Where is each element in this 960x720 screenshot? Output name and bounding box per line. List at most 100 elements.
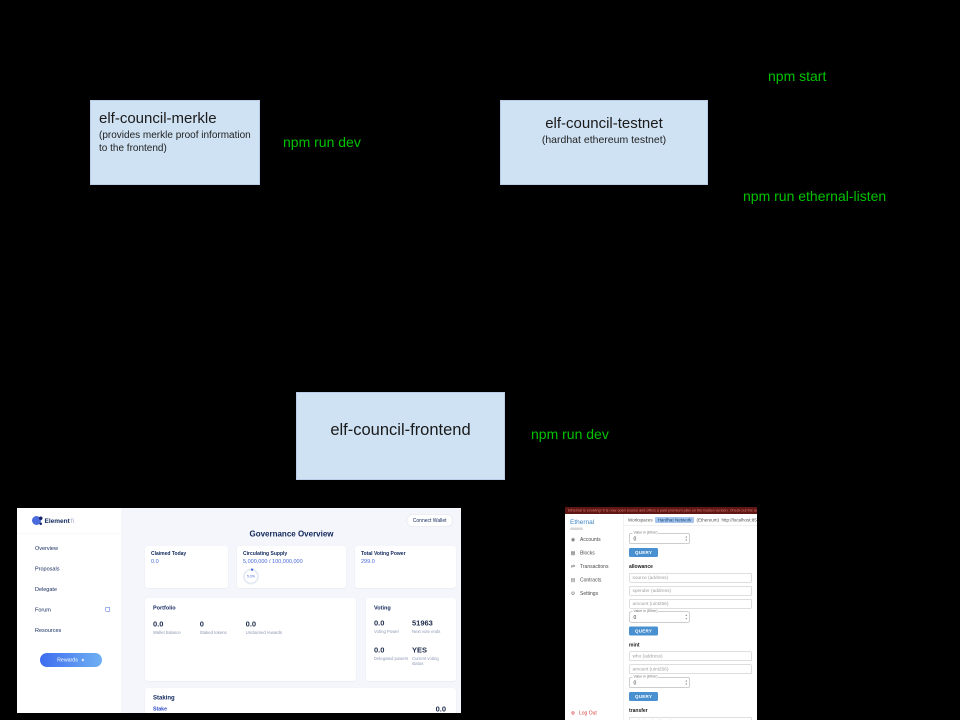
- stat-label: Staked tokens: [199, 630, 227, 635]
- portfolio-card: Portfolio 0.0 Wallet balance 0 Staked to…: [145, 598, 356, 681]
- sidebar-item-forum[interactable]: Forum: [35, 607, 110, 613]
- version-placeholder: [570, 527, 583, 530]
- staking-left: Staking Stake Deposit your ELFI tokens i…: [153, 694, 267, 713]
- logout-icon: [570, 711, 576, 717]
- logout-button[interactable]: Log Out: [570, 711, 597, 717]
- value-field-label: Value in (Ether): [632, 675, 659, 679]
- value-field[interactable]: Value in (Ether) ▲▼: [629, 675, 690, 688]
- voting-card: Voting 0.0 Voting Power 51963 Next vote …: [366, 598, 456, 681]
- sidebar-item-blocks[interactable]: Blocks: [570, 551, 624, 557]
- stat-value: 0.0: [374, 619, 385, 628]
- stat-value: 0.0: [435, 705, 446, 713]
- frontend-command-label: npm run dev: [531, 426, 609, 442]
- nav-label: Contracts: [580, 577, 602, 584]
- ethernal-nav: Accounts Blocks Transactions Contra: [570, 537, 624, 597]
- nav-label: Blocks: [580, 550, 595, 557]
- sidebar-item-transactions[interactable]: Transactions: [570, 564, 624, 570]
- query-button[interactable]: QUERY: [629, 626, 659, 636]
- ethernal-body: Ethernal Accounts Blocks T: [565, 514, 757, 720]
- ethernal-sidebar: Ethernal Accounts Blocks T: [565, 514, 624, 720]
- param-input-amount[interactable]: [629, 599, 752, 609]
- connect-wallet-button[interactable]: Connect Wallet: [406, 514, 453, 527]
- ethernal-logo: Ethernal: [570, 518, 595, 526]
- claimed-today-label: Claimed Today: [151, 551, 187, 557]
- stepper-icon[interactable]: ▲▼: [685, 679, 688, 686]
- value-field[interactable]: Value in (Ether) ▲▼: [629, 609, 690, 623]
- voting-stat: 0.0 Delegated powers: [374, 646, 412, 666]
- settings-icon: [570, 591, 576, 597]
- page-title: Governance Overview: [249, 530, 334, 539]
- nav-label: Settings: [580, 591, 599, 597]
- sidebar-item-accounts[interactable]: Accounts: [570, 537, 624, 543]
- testnet-repo-box: elf-council-testnet (hardhat ethereum te…: [500, 100, 708, 185]
- value-field-label: Value in (Ether): [632, 609, 659, 613]
- stat-label: Current voting status: [412, 656, 439, 666]
- sidebar-item-proposals[interactable]: Proposals: [35, 566, 60, 572]
- staking-title: Staking: [153, 694, 175, 701]
- testnet-ethernal-command-label: npm run ethernal-listen: [743, 188, 887, 204]
- testnet-repo-subtitle: (hardhat ethereum testnet): [541, 134, 667, 146]
- method-name-mint: mint: [629, 642, 640, 649]
- portfolio-stat: 0.0 Unclaimed rewards: [246, 620, 282, 635]
- query-button[interactable]: QUERY: [629, 692, 659, 701]
- method-name-transfer: transfer: [629, 708, 648, 714]
- stat-value: 0.0: [153, 620, 164, 629]
- ethernal-main: Workspaces Hardhat Network (Ethereum) ht…: [624, 514, 757, 720]
- contracts-icon: [570, 578, 576, 584]
- voting-stat: 51963 Next vote ends: [412, 619, 448, 634]
- stat-label: Wallet balance: [153, 630, 181, 635]
- ethernal-screenshot: Ethernal is evolving! It is now open sou…: [565, 507, 757, 720]
- stat-label: Voting Power: [374, 629, 400, 634]
- sidebar-item-resources[interactable]: Resources: [35, 627, 62, 634]
- query-button[interactable]: QUERY: [629, 548, 659, 557]
- merkle-repo-title: elf-council-merkle: [99, 110, 217, 127]
- sidebar-item-overview[interactable]: Overview: [35, 545, 58, 552]
- method-name-allowance: allowance: [629, 564, 653, 570]
- stat-label: Next vote ends: [412, 629, 441, 634]
- value-field[interactable]: Value in (Ether) ▲▼: [629, 531, 690, 544]
- voting-stat: 0.0 Voting Power: [374, 619, 412, 634]
- staking-card: Staking Stake Deposit your ELFI tokens i…: [145, 688, 456, 713]
- claimed-today-value: 0.0: [151, 558, 159, 565]
- stat-value: YES: [412, 646, 428, 655]
- brand-name: Element: [44, 516, 70, 525]
- frontend-repo-box: elf-council-frontend: [296, 392, 505, 480]
- param-input-amount[interactable]: [629, 664, 752, 674]
- value-input[interactable]: [632, 613, 678, 622]
- announcement-banner: Ethernal is evolving! It is now open sou…: [565, 507, 757, 514]
- param-input-who[interactable]: [629, 651, 752, 661]
- sidebar-item-contracts[interactable]: Contracts: [570, 578, 624, 584]
- circulating-supply-label: Circulating Supply: [243, 551, 288, 557]
- merkle-repo-box: elf-council-merkle (provides merkle proo…: [90, 100, 260, 185]
- testnet-start-command-label: npm start: [768, 68, 827, 84]
- rewards-button[interactable]: Rewards ★: [40, 653, 102, 667]
- stepper-icon[interactable]: ▲▼: [685, 614, 688, 621]
- portfolio-stat: 0 Staked tokens: [200, 620, 227, 635]
- stat-value: 51963: [412, 619, 433, 628]
- governance-main: Connect Wallet Governance Overview Claim…: [122, 508, 461, 713]
- accounts-icon: [570, 537, 576, 543]
- governance-screenshot: Element fi Overview Proposals Delegate F…: [17, 508, 461, 713]
- param-input-source[interactable]: [629, 573, 752, 583]
- stat-label: Delegated powers: [374, 656, 409, 661]
- supply-progress-ring: 5.0%: [243, 568, 259, 585]
- stepper-icon[interactable]: ▲▼: [685, 535, 688, 542]
- blocks-icon: [570, 551, 576, 557]
- total-voting-power-card: Total Voting Power 299.0: [355, 546, 456, 588]
- param-input-recipient[interactable]: [629, 717, 752, 720]
- sidebar-item-settings[interactable]: Settings: [570, 591, 624, 597]
- external-link-icon: [105, 607, 110, 612]
- network-label: (Ethereum): [696, 517, 719, 523]
- value-input[interactable]: [632, 678, 678, 688]
- transactions-icon: [570, 564, 576, 570]
- nav-label: Accounts: [580, 537, 601, 543]
- brand-suffix: fi: [70, 516, 75, 525]
- value-input[interactable]: [632, 534, 678, 544]
- workspace-chip[interactable]: Hardhat Network: [655, 516, 694, 523]
- star-icon: ★: [80, 657, 85, 663]
- sidebar-item-delegate[interactable]: Delegate: [35, 586, 58, 593]
- param-input-spender[interactable]: [629, 586, 752, 596]
- element-logo-icon: [32, 516, 43, 525]
- total-voting-power-value: 299.0: [361, 558, 375, 565]
- rewards-button-label: Rewards: [57, 657, 78, 663]
